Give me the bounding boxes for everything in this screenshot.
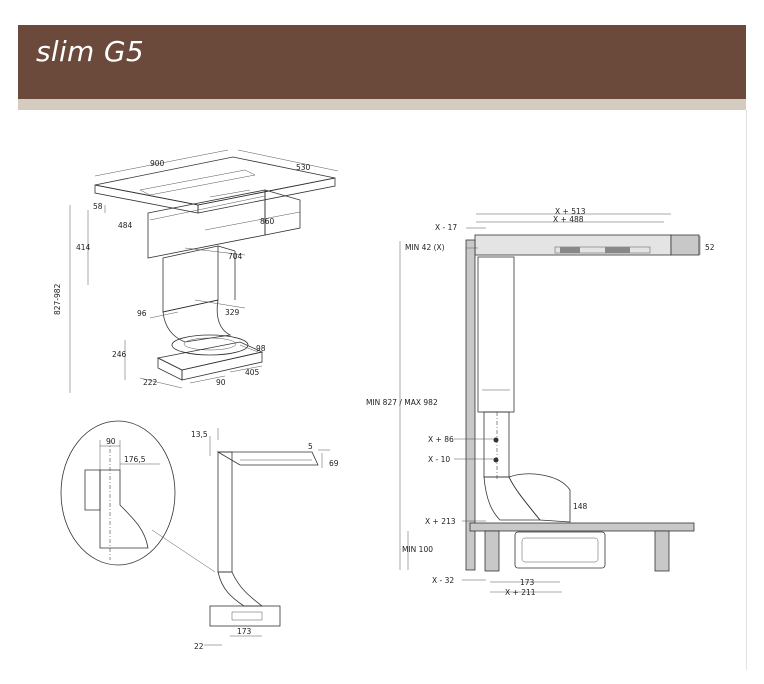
dim-222: 222	[143, 378, 158, 387]
dim-405: 405	[245, 368, 260, 377]
dim-827-982: 827-982	[53, 283, 62, 315]
install-dim-x32: X - 32	[432, 576, 454, 585]
install-dim-x513: X + 513	[555, 207, 586, 216]
side-dim-22: 22	[194, 642, 204, 651]
dim-96: 96	[137, 309, 147, 318]
dim-98: 98	[256, 344, 266, 353]
detail-dim-90: 90	[106, 437, 116, 446]
install-dim-x10: X - 10	[428, 455, 450, 464]
dim-414: 414	[76, 243, 91, 252]
install-dim-min100: MIN 100	[402, 545, 433, 554]
side-view: 13,5 5 69 173 22	[191, 428, 339, 651]
install-dim-x488: X + 488	[553, 215, 584, 224]
dim-704: 704	[228, 252, 243, 261]
dim-900: 900	[150, 159, 165, 168]
side-dim-13-5: 13,5	[191, 430, 208, 439]
dim-484: 484	[118, 221, 133, 230]
title-banner: slim G5	[18, 25, 746, 99]
detail-view: 90 176,5	[60, 420, 216, 573]
side-dim-5: 5	[308, 442, 313, 451]
install-dim-x213: X + 213	[425, 517, 456, 526]
page-border	[746, 110, 747, 670]
install-dim-minmax: MIN 827 / MAX 982	[366, 398, 438, 407]
dim-246: 246	[112, 350, 127, 359]
install-dim-x211: X + 211	[505, 588, 536, 597]
dim-90: 90	[216, 378, 226, 387]
install-dim-52: 52	[705, 243, 715, 252]
detail-dim-176-5: 176,5	[124, 455, 146, 464]
install-dim-x86: X + 86	[428, 435, 454, 444]
dim-329: 329	[225, 308, 240, 317]
dim-58: 58	[93, 202, 103, 211]
side-dim-173: 173	[237, 627, 252, 636]
install-dim-min42: MIN 42 (X)	[405, 243, 445, 252]
isometric-view: 900 530 58 484 860 414 704 827-982 96 32…	[53, 149, 339, 393]
install-dim-x17: X - 17	[435, 223, 457, 232]
install-view: X + 513 X + 488 X - 17 MIN 42 (X) 52 MIN…	[366, 207, 715, 597]
banner-stripe	[18, 99, 746, 110]
dim-530: 530	[296, 163, 311, 172]
dim-860: 860	[260, 217, 275, 226]
page-title: slim G5	[36, 35, 144, 68]
install-dim-148: 148	[573, 502, 588, 511]
install-dim-173: 173	[520, 578, 535, 587]
side-dim-69: 69	[329, 459, 339, 468]
